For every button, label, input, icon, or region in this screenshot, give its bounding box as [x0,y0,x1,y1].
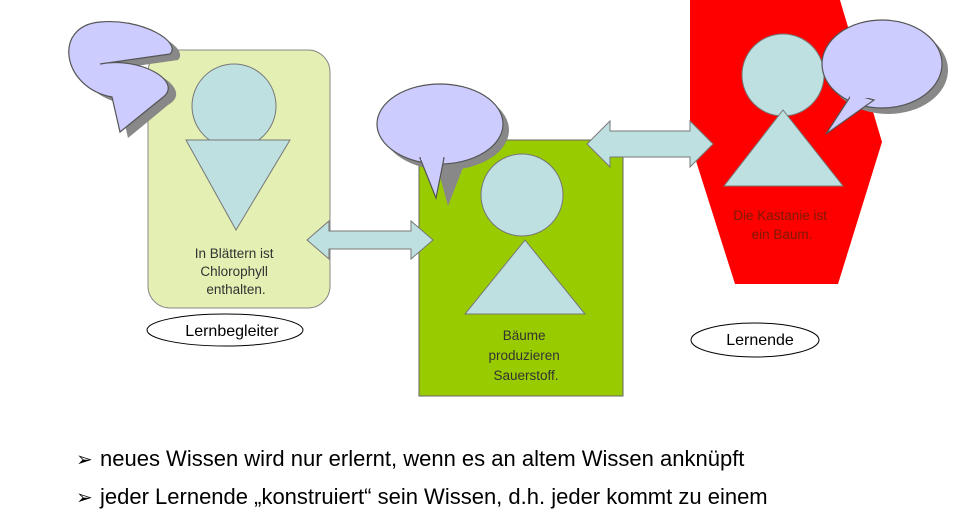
mentor-figure [185,63,291,231]
svg-text:Lernende: Lernende [726,332,794,349]
arrowhead-bullet-icon: ➢ [76,486,93,509]
bullet-item: ➢ jeder Lernende „konstruiert“ sein Wiss… [76,478,956,516]
bullet-text: neues Wissen wird nur erlernt, wenn es a… [100,446,745,471]
learner-right-text: Die Kastanie ist ein Baum. [733,208,831,242]
speech-bubble-right [821,19,948,135]
role-label-learner: Lernende [690,322,820,358]
learner-right-figure [722,33,845,187]
learner-center-figure [463,153,587,315]
bullet-text: jeder Lernende „konstruiert“ sein Wissen… [100,484,768,509]
svg-text:Lernbegleiter: Lernbegleiter [185,323,279,340]
arrowhead-bullet-icon: ➢ [76,448,93,471]
double-arrow-right [586,119,714,169]
learning-diagram: In Blättern ist Chlorophyll enthalten. B… [68,0,948,397]
bullet-item: ➢ neues Wissen wird nur erlernt, wenn es… [76,440,956,478]
speech-bubble-left [68,20,181,139]
learner-center-text: Bäume produzieren Sauerstoff. [488,328,563,383]
bullet-list: ➢ neues Wissen wird nur erlernt, wenn es… [76,440,956,516]
mentor-text: In Blättern ist Chlorophyll enthalten. [195,246,278,297]
double-arrow-left [306,219,434,261]
role-label-mentor: Lernbegleiter [146,313,304,347]
speech-bubble-center [376,83,509,206]
